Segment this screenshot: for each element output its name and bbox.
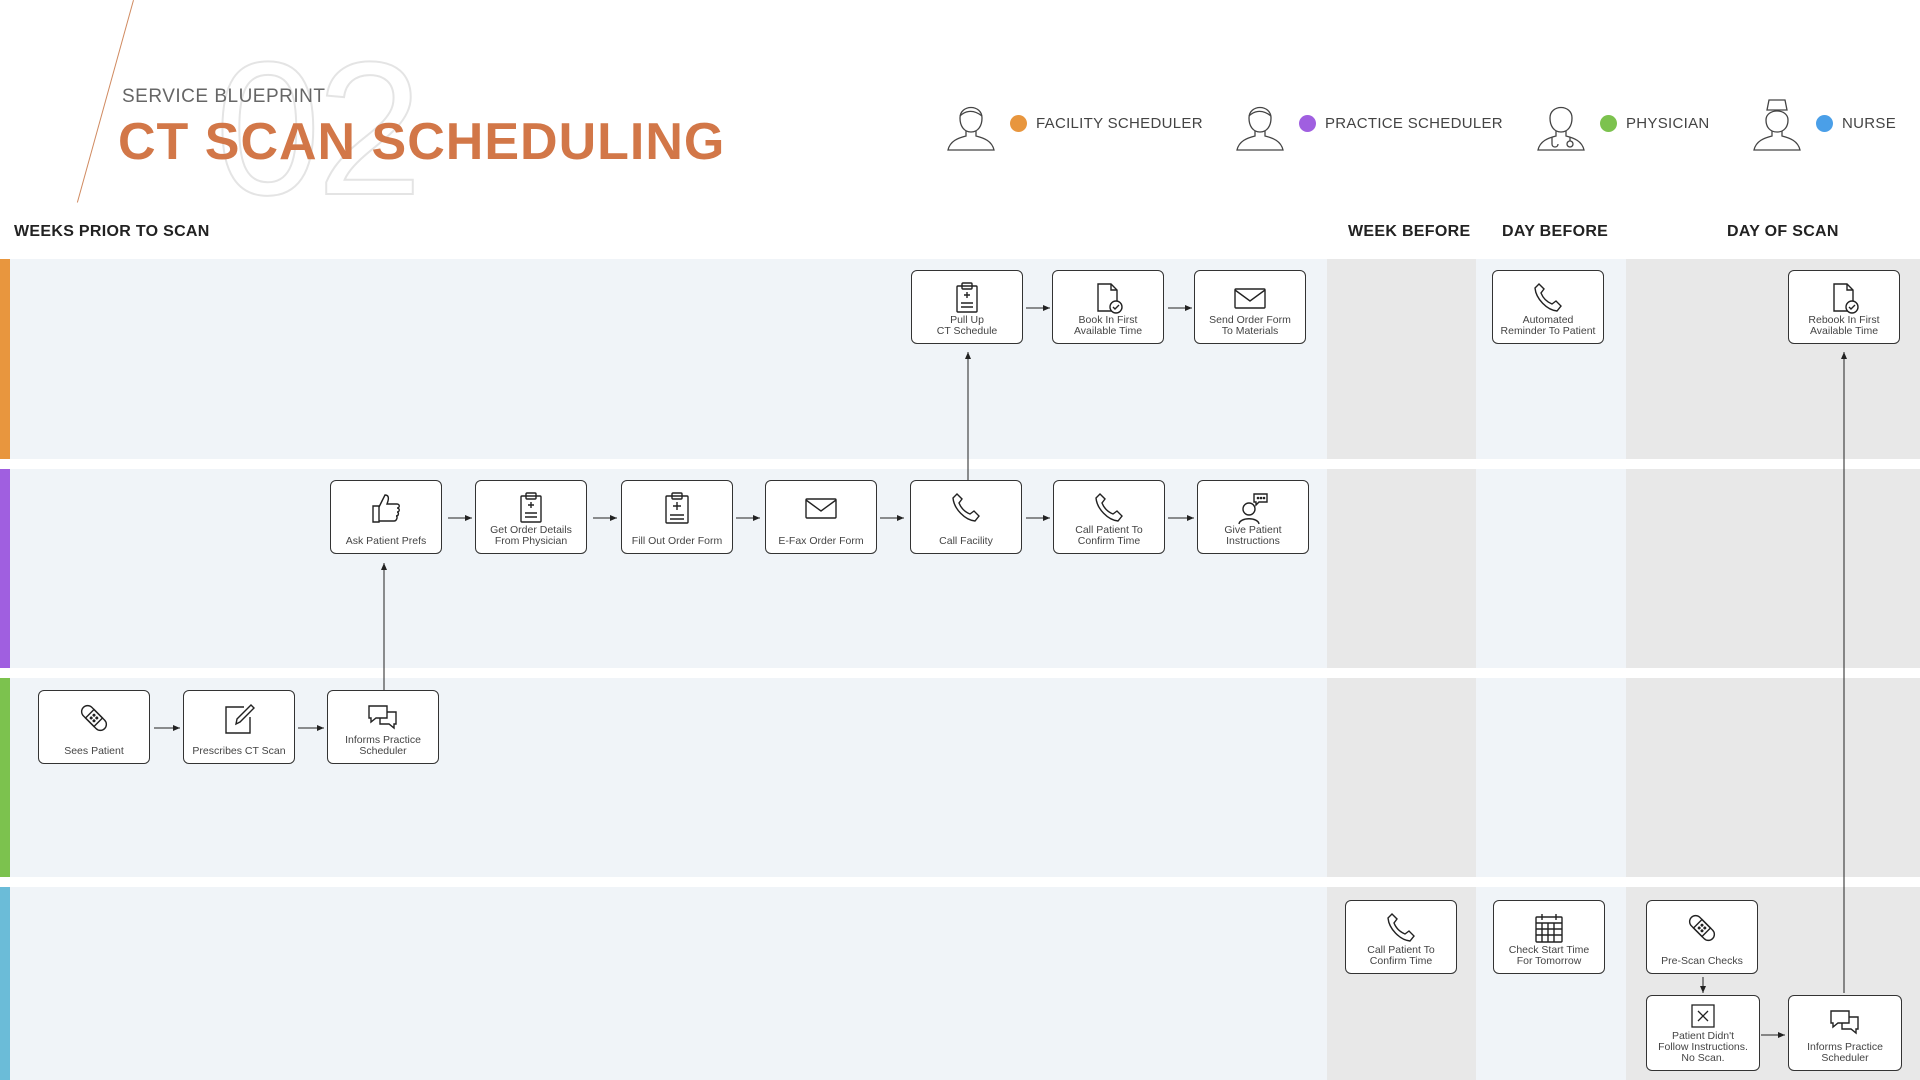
phase-week-before: WEEK BEFORE <box>1348 223 1471 240</box>
step-label: Pre-Scan Checks <box>1661 955 1743 967</box>
envelope-icon <box>1234 288 1266 309</box>
legend-practice-scheduler: PRACTICE SCHEDULER <box>1231 95 1503 151</box>
envelope-icon <box>805 498 837 519</box>
step-label: Informs Practice Scheduler <box>345 734 421 757</box>
phone-icon <box>1387 913 1415 942</box>
step-informs-practice-scheduler[interactable]: Informs Practice Scheduler <box>327 690 439 764</box>
step-label: Rebook In First Available Time <box>1808 314 1880 337</box>
phone-icon <box>1095 493 1123 522</box>
x-box-icon <box>1691 1004 1715 1028</box>
facility-scheduler-color-dot <box>1010 114 1027 132</box>
step-sees-patient[interactable]: Sees Patient <box>38 690 150 764</box>
step-label: Ask Patient Prefs <box>345 535 427 547</box>
document-check-icon <box>1833 283 1859 314</box>
lane-color-bar <box>0 678 10 877</box>
lane-color-bar <box>0 259 10 459</box>
legend-label: PRACTICE SCHEDULER <box>1325 114 1503 132</box>
step-label: Pull Up CT Schedule <box>936 314 998 337</box>
clipboard-icon <box>520 492 542 523</box>
step-label: Book In First Available Time <box>1073 314 1143 337</box>
clipboard-icon <box>956 282 978 313</box>
step-prescribes-ct-scan[interactable]: Prescribes CT Scan <box>183 690 295 764</box>
step-label: Give Patient Instructions <box>1224 524 1282 547</box>
phone-icon <box>1534 283 1562 312</box>
person-icon <box>1236 106 1284 151</box>
page-subtitle: SERVICE BLUEPRINT <box>122 86 326 107</box>
step-label: Send Order Form To Materials <box>1209 314 1291 337</box>
lane-color-bar <box>0 469 10 668</box>
step-nurse-call-patient-confirm[interactable]: Call Patient To Confirm Time <box>1345 900 1457 974</box>
column-shade <box>1626 678 1920 877</box>
column-shade <box>1327 469 1476 668</box>
step-label: Informs Practice Scheduler <box>1807 1041 1883 1064</box>
nurse-icon <box>1753 99 1801 151</box>
calendar-icon <box>1535 914 1563 943</box>
legend-label: FACILITY SCHEDULER <box>1036 114 1203 132</box>
step-fill-out-order-form[interactable]: Fill Out Order Form <box>621 480 733 554</box>
practice-scheduler-color-dot <box>1299 114 1316 132</box>
step-pre-scan-checks[interactable]: Pre-Scan Checks <box>1646 900 1758 974</box>
nurse-color-dot <box>1816 114 1833 132</box>
step-label: Sees Patient <box>64 745 124 757</box>
legend-physician: PHYSICIAN <box>1532 95 1710 151</box>
step-label: E-Fax Order Form <box>778 535 864 547</box>
step-pull-up-ct-schedule[interactable]: Pull Up CT Schedule <box>911 270 1023 344</box>
legend-facility-scheduler: FACILITY SCHEDULER <box>942 95 1203 151</box>
section-number: 02 <box>214 22 423 236</box>
step-label: Call Patient To Confirm Time <box>1367 944 1435 967</box>
column-shade <box>1626 469 1920 668</box>
column-shade <box>1327 678 1476 877</box>
phase-day-of-scan: DAY OF SCAN <box>1727 223 1839 240</box>
step-efax-order-form[interactable]: E-Fax Order Form <box>765 480 877 554</box>
step-label: Check Start Time For Tomorrow <box>1508 944 1590 967</box>
step-label: Automated Reminder To Patient <box>1500 314 1596 337</box>
step-label: Get Order Details From Physician <box>490 524 572 547</box>
step-give-patient-instructions[interactable]: Give Patient Instructions <box>1197 480 1309 554</box>
step-label: Patient Didn't Follow Instructions. No S… <box>1658 1030 1748 1064</box>
bandage-icon <box>80 704 108 732</box>
document-check-icon <box>1097 283 1123 314</box>
step-label: Call Facility <box>939 535 993 547</box>
phone-icon <box>952 493 980 522</box>
legend-label: PHYSICIAN <box>1626 114 1710 132</box>
bandage-icon <box>1688 914 1716 942</box>
person-speech-icon <box>1238 493 1268 525</box>
step-book-first-available[interactable]: Book In First Available Time <box>1052 270 1164 344</box>
legend-nurse: NURSE <box>1748 95 1896 151</box>
clipboard-icon <box>665 492 689 524</box>
thumbs-up-icon <box>372 494 400 523</box>
chat-icon <box>1830 1010 1859 1035</box>
step-automated-reminder[interactable]: Automated Reminder To Patient <box>1492 270 1604 344</box>
step-check-start-time[interactable]: Check Start Time For Tomorrow <box>1493 900 1605 974</box>
doctor-icon <box>1537 106 1585 151</box>
phase-day-before: DAY BEFORE <box>1502 223 1609 240</box>
chat-icon <box>368 705 397 730</box>
step-call-facility[interactable]: Call Facility <box>910 480 1022 554</box>
step-rebook-first-available[interactable]: Rebook In First Available Time <box>1788 270 1900 344</box>
step-ask-patient-prefs[interactable]: Ask Patient Prefs <box>330 480 442 554</box>
step-get-order-details[interactable]: Get Order Details From Physician <box>475 480 587 554</box>
physician-color-dot <box>1600 114 1617 132</box>
step-label: Prescribes CT Scan <box>192 745 286 757</box>
legend-label: NURSE <box>1842 114 1897 132</box>
lane-physician <box>0 678 1920 877</box>
page-title: CT SCAN SCHEDULING <box>118 113 726 171</box>
step-patient-didnt-follow[interactable]: Patient Didn't Follow Instructions. No S… <box>1646 995 1760 1071</box>
step-label: Call Patient To Confirm Time <box>1075 524 1143 547</box>
step-nurse-informs-practice-scheduler[interactable]: Informs Practice Scheduler <box>1788 995 1902 1071</box>
person-icon <box>947 106 995 151</box>
phase-weeks-prior: WEEKS PRIOR TO SCAN <box>14 223 210 240</box>
step-call-patient-confirm[interactable]: Call Patient To Confirm Time <box>1053 480 1165 554</box>
column-shade <box>1327 259 1476 459</box>
step-send-order-form[interactable]: Send Order Form To Materials <box>1194 270 1306 344</box>
edit-icon <box>225 704 255 734</box>
lane-color-bar <box>0 887 10 1080</box>
step-label: Fill Out Order Form <box>631 535 723 547</box>
